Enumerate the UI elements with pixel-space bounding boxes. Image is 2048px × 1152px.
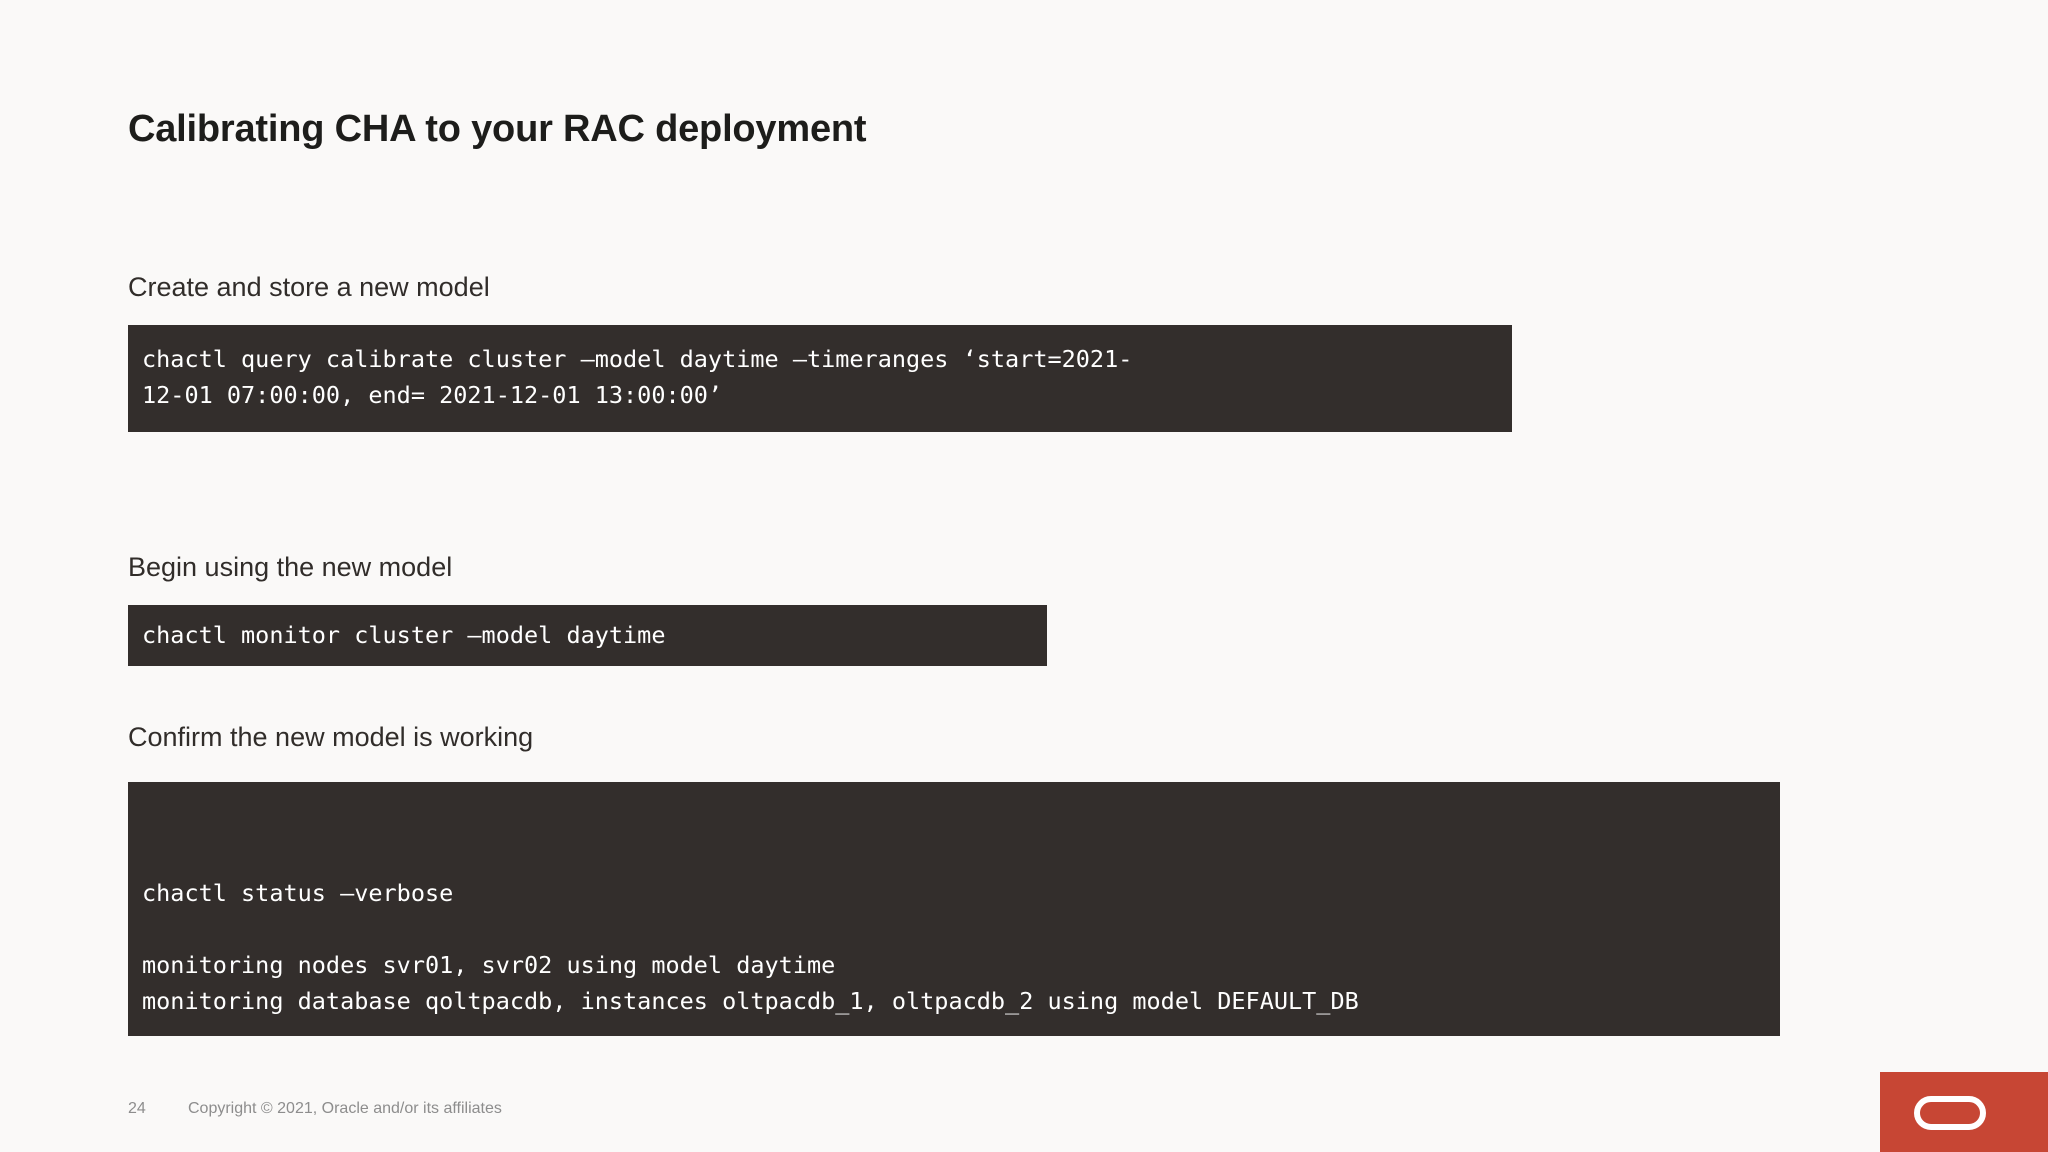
code-status-output: monitoring nodes svr01, svr02 using mode… (142, 951, 1359, 1015)
code-block-status-verbose: chactl status –verbose monitoring nodes s… (128, 782, 1780, 1036)
section-label-begin-using-model: Begin using the new model (128, 552, 453, 582)
oracle-logo (1880, 1072, 2048, 1152)
section-label-create-model: Create and store a new model (128, 272, 490, 302)
oracle-o-icon (1914, 1096, 1986, 1130)
code-blank-line (142, 911, 1780, 947)
code-block-calibrate-command: chactl query calibrate cluster –model da… (128, 325, 1512, 432)
page-title: Calibrating CHA to your RAC deployment (128, 108, 867, 150)
footer-copyright: Copyright © 2021, Oracle and/or its affi… (188, 1100, 502, 1117)
section-label-confirm-model: Confirm the new model is working (128, 722, 534, 752)
code-block-monitor-command: chactl monitor cluster –model daytime (128, 605, 1047, 666)
code-status-command: chactl status –verbose (142, 879, 454, 907)
footer-page-number: 24 (128, 1100, 146, 1117)
